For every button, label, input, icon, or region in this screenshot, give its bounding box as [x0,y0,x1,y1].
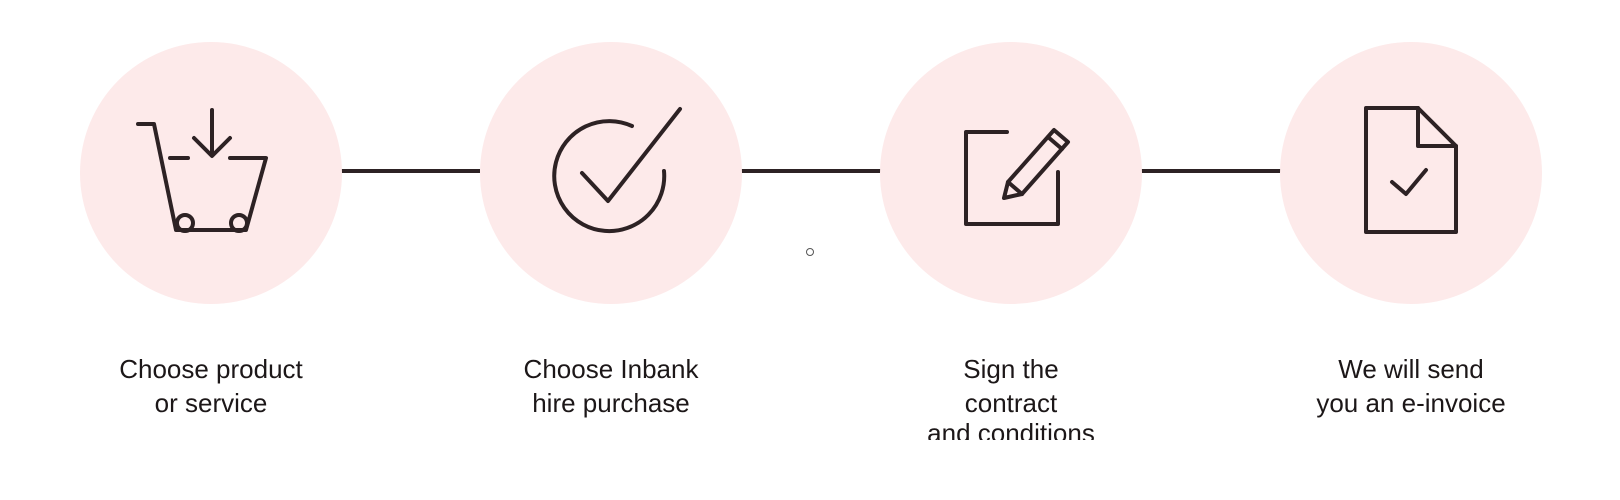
step-4-label: We will send you an e-invoice [1261,352,1561,420]
step-3-label-line-3: and conditions [927,420,1095,440]
cursor-dot [806,248,814,256]
step-1-label-line-2: or service [154,388,268,418]
step-2-label-line-2: hire purchase [532,388,690,418]
step-4-label-line-2: you an e-invoice [1316,388,1506,418]
step-2-label: Choose Inbank hire purchase [461,352,761,420]
document-check-icon [1364,106,1458,234]
check-circle-icon [552,107,682,234]
step-2-label-line-1: Choose Inbank [523,354,699,384]
step-3-label-line-2: contract [964,388,1058,418]
connector-line-3 [1138,169,1282,173]
step-3-label: Sign the contract and conditions [861,352,1161,440]
shopping-cart-download-icon [136,108,268,233]
step-2-circle [480,42,742,304]
step-1-circle [80,42,342,304]
connector-line-2 [738,169,882,173]
step-3-label-line-3-wrapper: and conditions [861,420,1161,440]
sign-contract-icon [964,128,1070,226]
step-4-circle [1280,42,1542,304]
step-1-label-line-1: Choose product [119,354,303,384]
step-4-label-line-1: We will send [1338,354,1484,384]
step-1-label: Choose product or service [61,352,361,420]
connector-line-1 [340,169,480,173]
step-3-label-line-1: Sign the [963,354,1059,384]
step-3-circle [880,42,1142,304]
